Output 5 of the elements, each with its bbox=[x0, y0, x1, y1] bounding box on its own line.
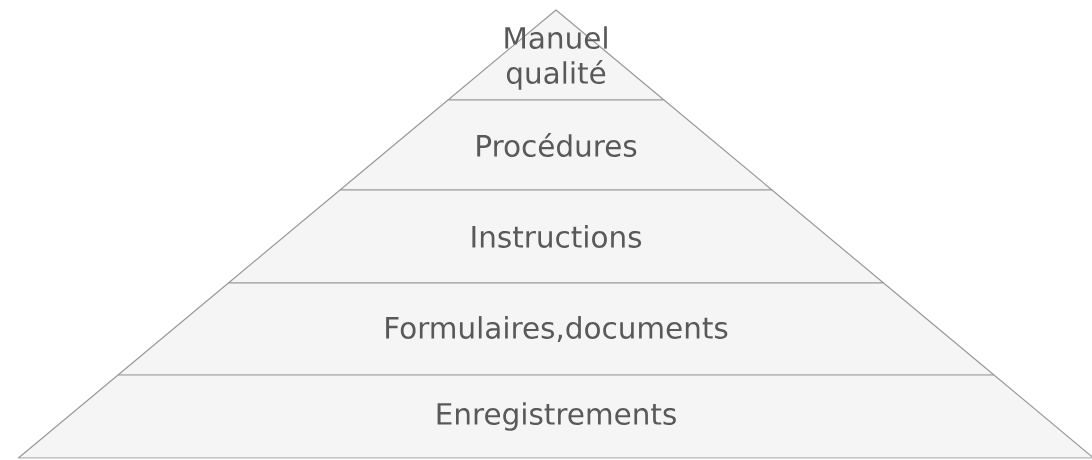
pyramid-band: Formulaires,documents bbox=[117, 282, 995, 376]
pyramid-band: Procédures bbox=[339, 99, 773, 191]
pyramid-band: Enregistrements bbox=[17, 374, 1092, 459]
pyramid-band: Instructions bbox=[227, 189, 885, 284]
pyramid-band: Manuel qualité bbox=[447, 9, 665, 101]
